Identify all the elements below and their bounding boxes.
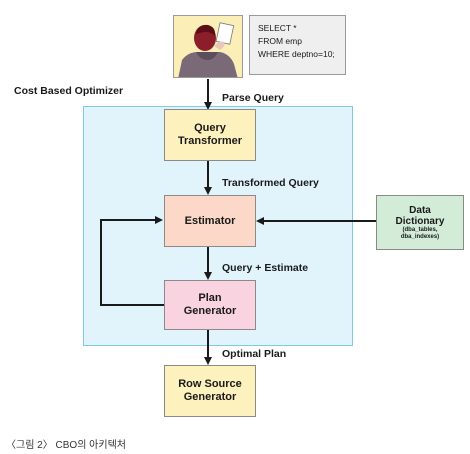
row-source-generator-line1: Row Source bbox=[178, 378, 242, 390]
label-parse-query: Parse Query bbox=[222, 92, 284, 104]
estimator-box: Estimator bbox=[164, 195, 256, 247]
label-optimal-plan: Optimal Plan bbox=[222, 348, 287, 360]
data-dictionary-line2: Dictionary bbox=[395, 215, 445, 227]
cbo-region-label: Cost Based Optimizer bbox=[14, 85, 124, 97]
person-icon bbox=[174, 16, 242, 77]
data-dictionary-detail1: (dba_tables, bbox=[402, 226, 438, 233]
label-transformed-query: Transformed Query bbox=[222, 177, 319, 189]
user-portrait bbox=[173, 15, 243, 78]
query-transformer-box: Query Transformer bbox=[164, 109, 256, 161]
sql-line-where: WHERE deptno=10; bbox=[258, 49, 335, 59]
arrow-feedback-loop bbox=[100, 216, 164, 306]
row-source-generator-box: Row Source Generator bbox=[164, 365, 256, 417]
sql-line-from: FROM emp bbox=[258, 36, 302, 46]
plan-generator-line2: Generator bbox=[183, 305, 237, 317]
data-dictionary-box: Data Dictionary (dba_tables, dba_indexes… bbox=[376, 195, 464, 250]
query-transformer-line2: Transformer bbox=[177, 135, 243, 147]
plan-generator-line1: Plan bbox=[198, 292, 222, 304]
estimator-label: Estimator bbox=[184, 214, 236, 227]
data-dictionary-line1: Data bbox=[409, 204, 431, 216]
query-transformer-line1: Query bbox=[194, 122, 226, 134]
figure-caption: 〈그림 2〉 CBO의 아키텍처 bbox=[6, 440, 126, 451]
plan-generator-box: Plan Generator bbox=[164, 280, 256, 330]
sql-statement-note: SELECT * FROM emp WHERE deptno=10; bbox=[249, 15, 346, 75]
sql-line-select: SELECT * bbox=[258, 23, 297, 33]
row-source-generator-line2: Generator bbox=[183, 391, 237, 403]
data-dictionary-detail2: dba_indexes) bbox=[400, 233, 440, 240]
label-query-estimate: Query + Estimate bbox=[222, 262, 309, 274]
